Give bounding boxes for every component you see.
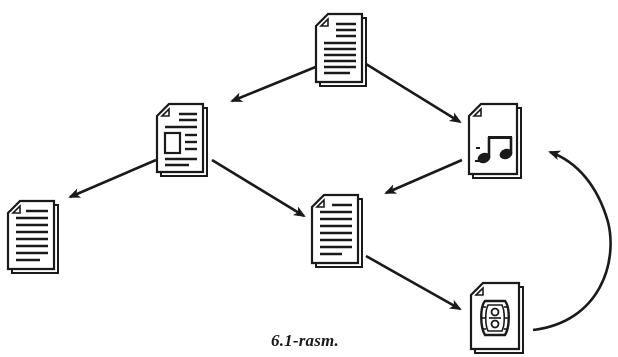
arrow-video-to-music-curved (532, 150, 612, 332)
figure-caption: 6.1-rasm. (271, 331, 339, 350)
arrow-center-to-video (365, 254, 462, 311)
video-file-icon (469, 281, 524, 354)
document-with-image-icon (155, 102, 208, 177)
music-note-icon (475, 136, 513, 164)
arrow-top-to-left (230, 64, 319, 103)
arrow-top-to-music (365, 62, 462, 124)
music-file-icon (467, 102, 522, 179)
arrow-left-to-center (211, 158, 306, 218)
arrows (68, 62, 612, 332)
far-left-document-icon (6, 199, 59, 274)
film-reel-icon (480, 299, 510, 337)
arrow-left-to-far-left (68, 158, 157, 199)
picture-frame (163, 131, 182, 155)
top-document-icon (314, 12, 367, 87)
arrow-music-to-center (384, 158, 463, 195)
center-document-icon (310, 193, 363, 268)
